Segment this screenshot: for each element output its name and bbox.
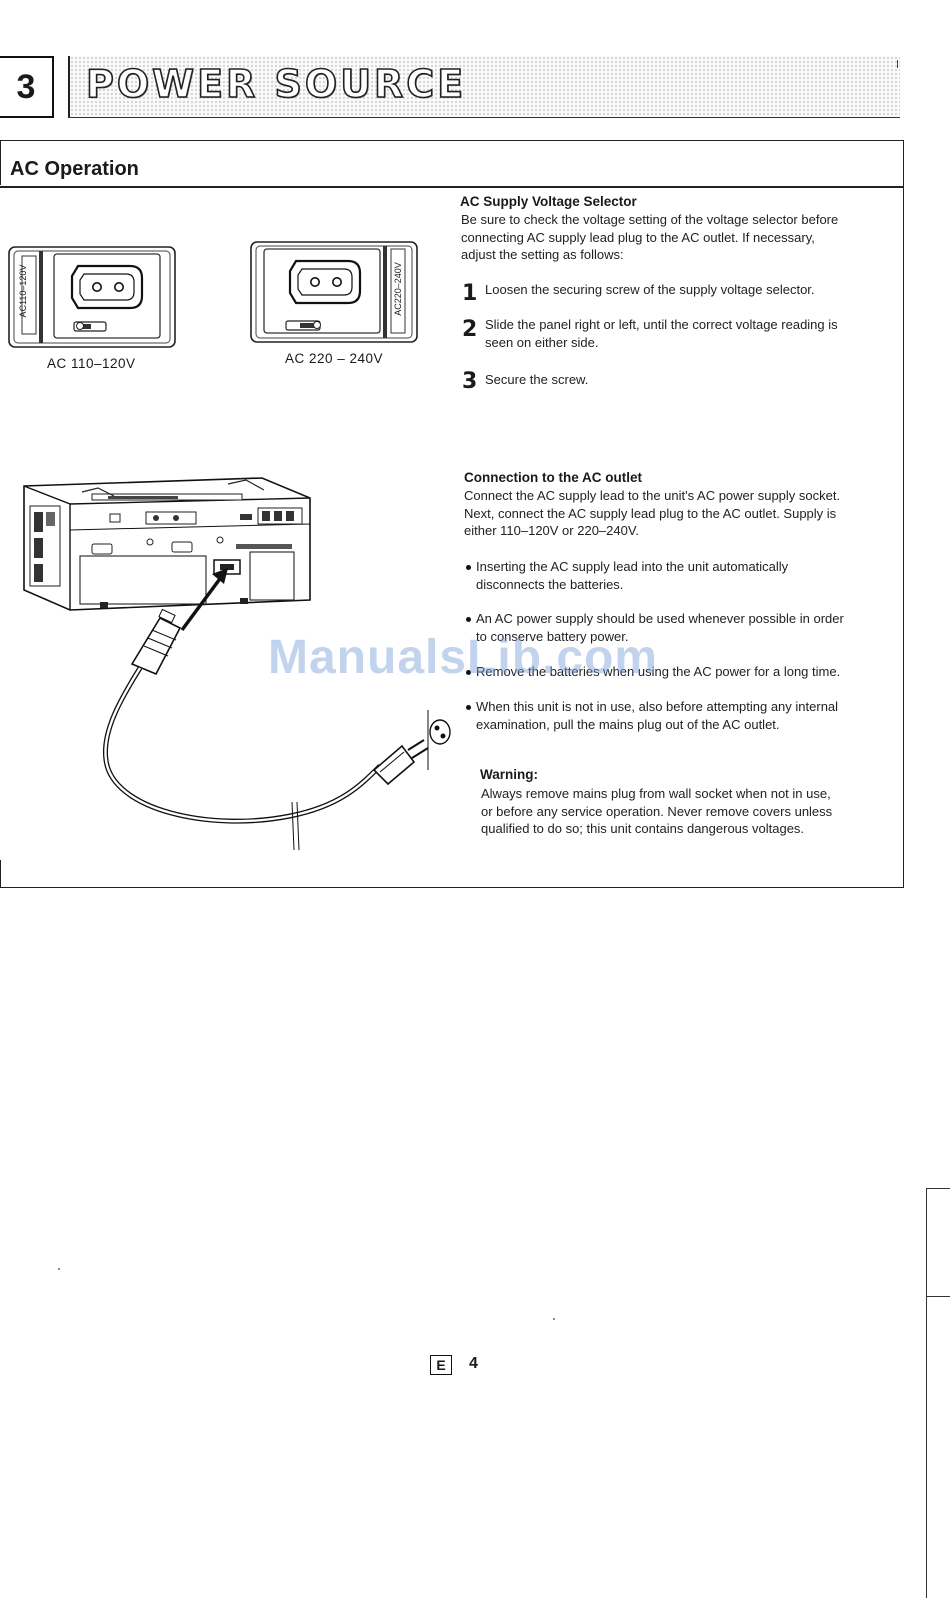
- voltage-selector-110v-figure: [8, 246, 176, 348]
- warning-text: Always remove mains plug from wall socke…: [481, 785, 891, 838]
- scan-speck: [553, 1318, 555, 1320]
- step-text: Loosen the securing screw of the supply …: [485, 281, 815, 299]
- connection-heading: Connection to the AC outlet: [464, 470, 642, 485]
- heading-rule: [0, 186, 904, 188]
- frame-edge: [0, 140, 1, 185]
- bullet-line: An AC power supply should be used whenev…: [476, 611, 844, 626]
- step-text: Secure the screw.: [485, 371, 588, 389]
- bullet-line: When this unit is not in use, also befor…: [476, 699, 839, 714]
- step-line: Loosen the securing screw of the supply …: [485, 282, 815, 297]
- step-text: Slide the panel right or left, until the…: [485, 316, 838, 351]
- scan-speck: [58, 1268, 60, 1270]
- content-frame: [0, 140, 904, 888]
- voltage-selector-intro: Be sure to check the voltage setting of …: [461, 211, 891, 264]
- watermark: ManualsLib.com: [268, 631, 659, 684]
- warning-line: or before any service operation. Never r…: [481, 803, 833, 819]
- intro-line: Be sure to check the voltage setting of …: [461, 212, 839, 227]
- selector-left-label: AC110–120V: [18, 264, 28, 318]
- ac-connection-illustration: [23, 477, 451, 851]
- section-title: POWER SOURCE: [85, 61, 467, 107]
- voltage-selector-heading: AC Supply Voltage Selector: [460, 194, 637, 209]
- step-number: 3: [462, 369, 478, 394]
- section-number: 3: [16, 67, 36, 106]
- step-line: seen on either side.: [485, 334, 599, 350]
- bullet-line: Inserting the AC supply lead into the un…: [476, 559, 789, 574]
- intro-line: adjust the setting as follows:: [461, 247, 624, 262]
- frame-edge: [0, 860, 1, 888]
- step-line: Slide the panel right or left, until the…: [485, 317, 838, 332]
- selector-right-caption: AC 220 – 240V: [285, 351, 384, 366]
- bullet-marker: [466, 670, 471, 675]
- intro-line: either 110–120V or 220–240V.: [464, 523, 639, 538]
- page-letter: E: [436, 1357, 446, 1373]
- bullet-line: Remove the batteries when using the AC p…: [476, 664, 841, 679]
- section-number-box: 3: [0, 56, 54, 118]
- intro-line: connecting AC supply lead plug to the AC…: [461, 229, 815, 245]
- selector-left-caption: AC 110–120V: [47, 356, 136, 371]
- bullet-line: disconnects the batteries.: [476, 576, 624, 592]
- bullet-text: An AC power supply should be used whenev…: [476, 610, 888, 645]
- page-edge-mark: [926, 1188, 950, 1189]
- warning-heading: Warning:: [480, 767, 538, 782]
- warning-line: Always remove mains plug from wall socke…: [481, 786, 831, 801]
- selector-right-label-wrap: AC220–240V: [392, 252, 404, 332]
- step-number: 2: [462, 317, 478, 342]
- bullet-marker: [466, 705, 471, 710]
- bullet-line: examination, pull the mains plug out of …: [476, 716, 780, 732]
- page-edge-mark: [926, 1188, 927, 1598]
- page-edge-mark: [926, 1296, 950, 1297]
- intro-line: Connect the AC supply lead to the unit's…: [464, 488, 841, 503]
- voltage-selector-220v-figure: [250, 241, 418, 343]
- page-language-marker: E: [430, 1355, 452, 1375]
- bullet-text: Inserting the AC supply lead into the un…: [476, 558, 888, 593]
- connection-intro: Connect the AC supply lead to the unit's…: [464, 487, 894, 540]
- section-title-band: [68, 56, 900, 118]
- bullet-text: When this unit is not in use, also befor…: [476, 698, 888, 733]
- bullet-text: Remove the batteries when using the AC p…: [476, 663, 888, 681]
- warning-line: qualified to do so; this unit contains d…: [481, 821, 805, 836]
- bullet-line: to conserve battery power.: [476, 628, 629, 644]
- page-number: 4: [469, 1355, 478, 1372]
- ac-operation-heading: AC Operation: [10, 158, 139, 180]
- intro-line: Next, connect the AC supply lead plug to…: [464, 505, 837, 521]
- step-line: Secure the screw.: [485, 372, 589, 387]
- bullet-marker: [466, 565, 471, 570]
- step-number: 1: [462, 281, 478, 306]
- selector-left-label-wrap: AC110–120V: [18, 256, 30, 332]
- bullet-marker: [466, 617, 471, 622]
- selector-right-label: AC220–240V: [393, 262, 403, 316]
- crop-mark: [897, 60, 898, 68]
